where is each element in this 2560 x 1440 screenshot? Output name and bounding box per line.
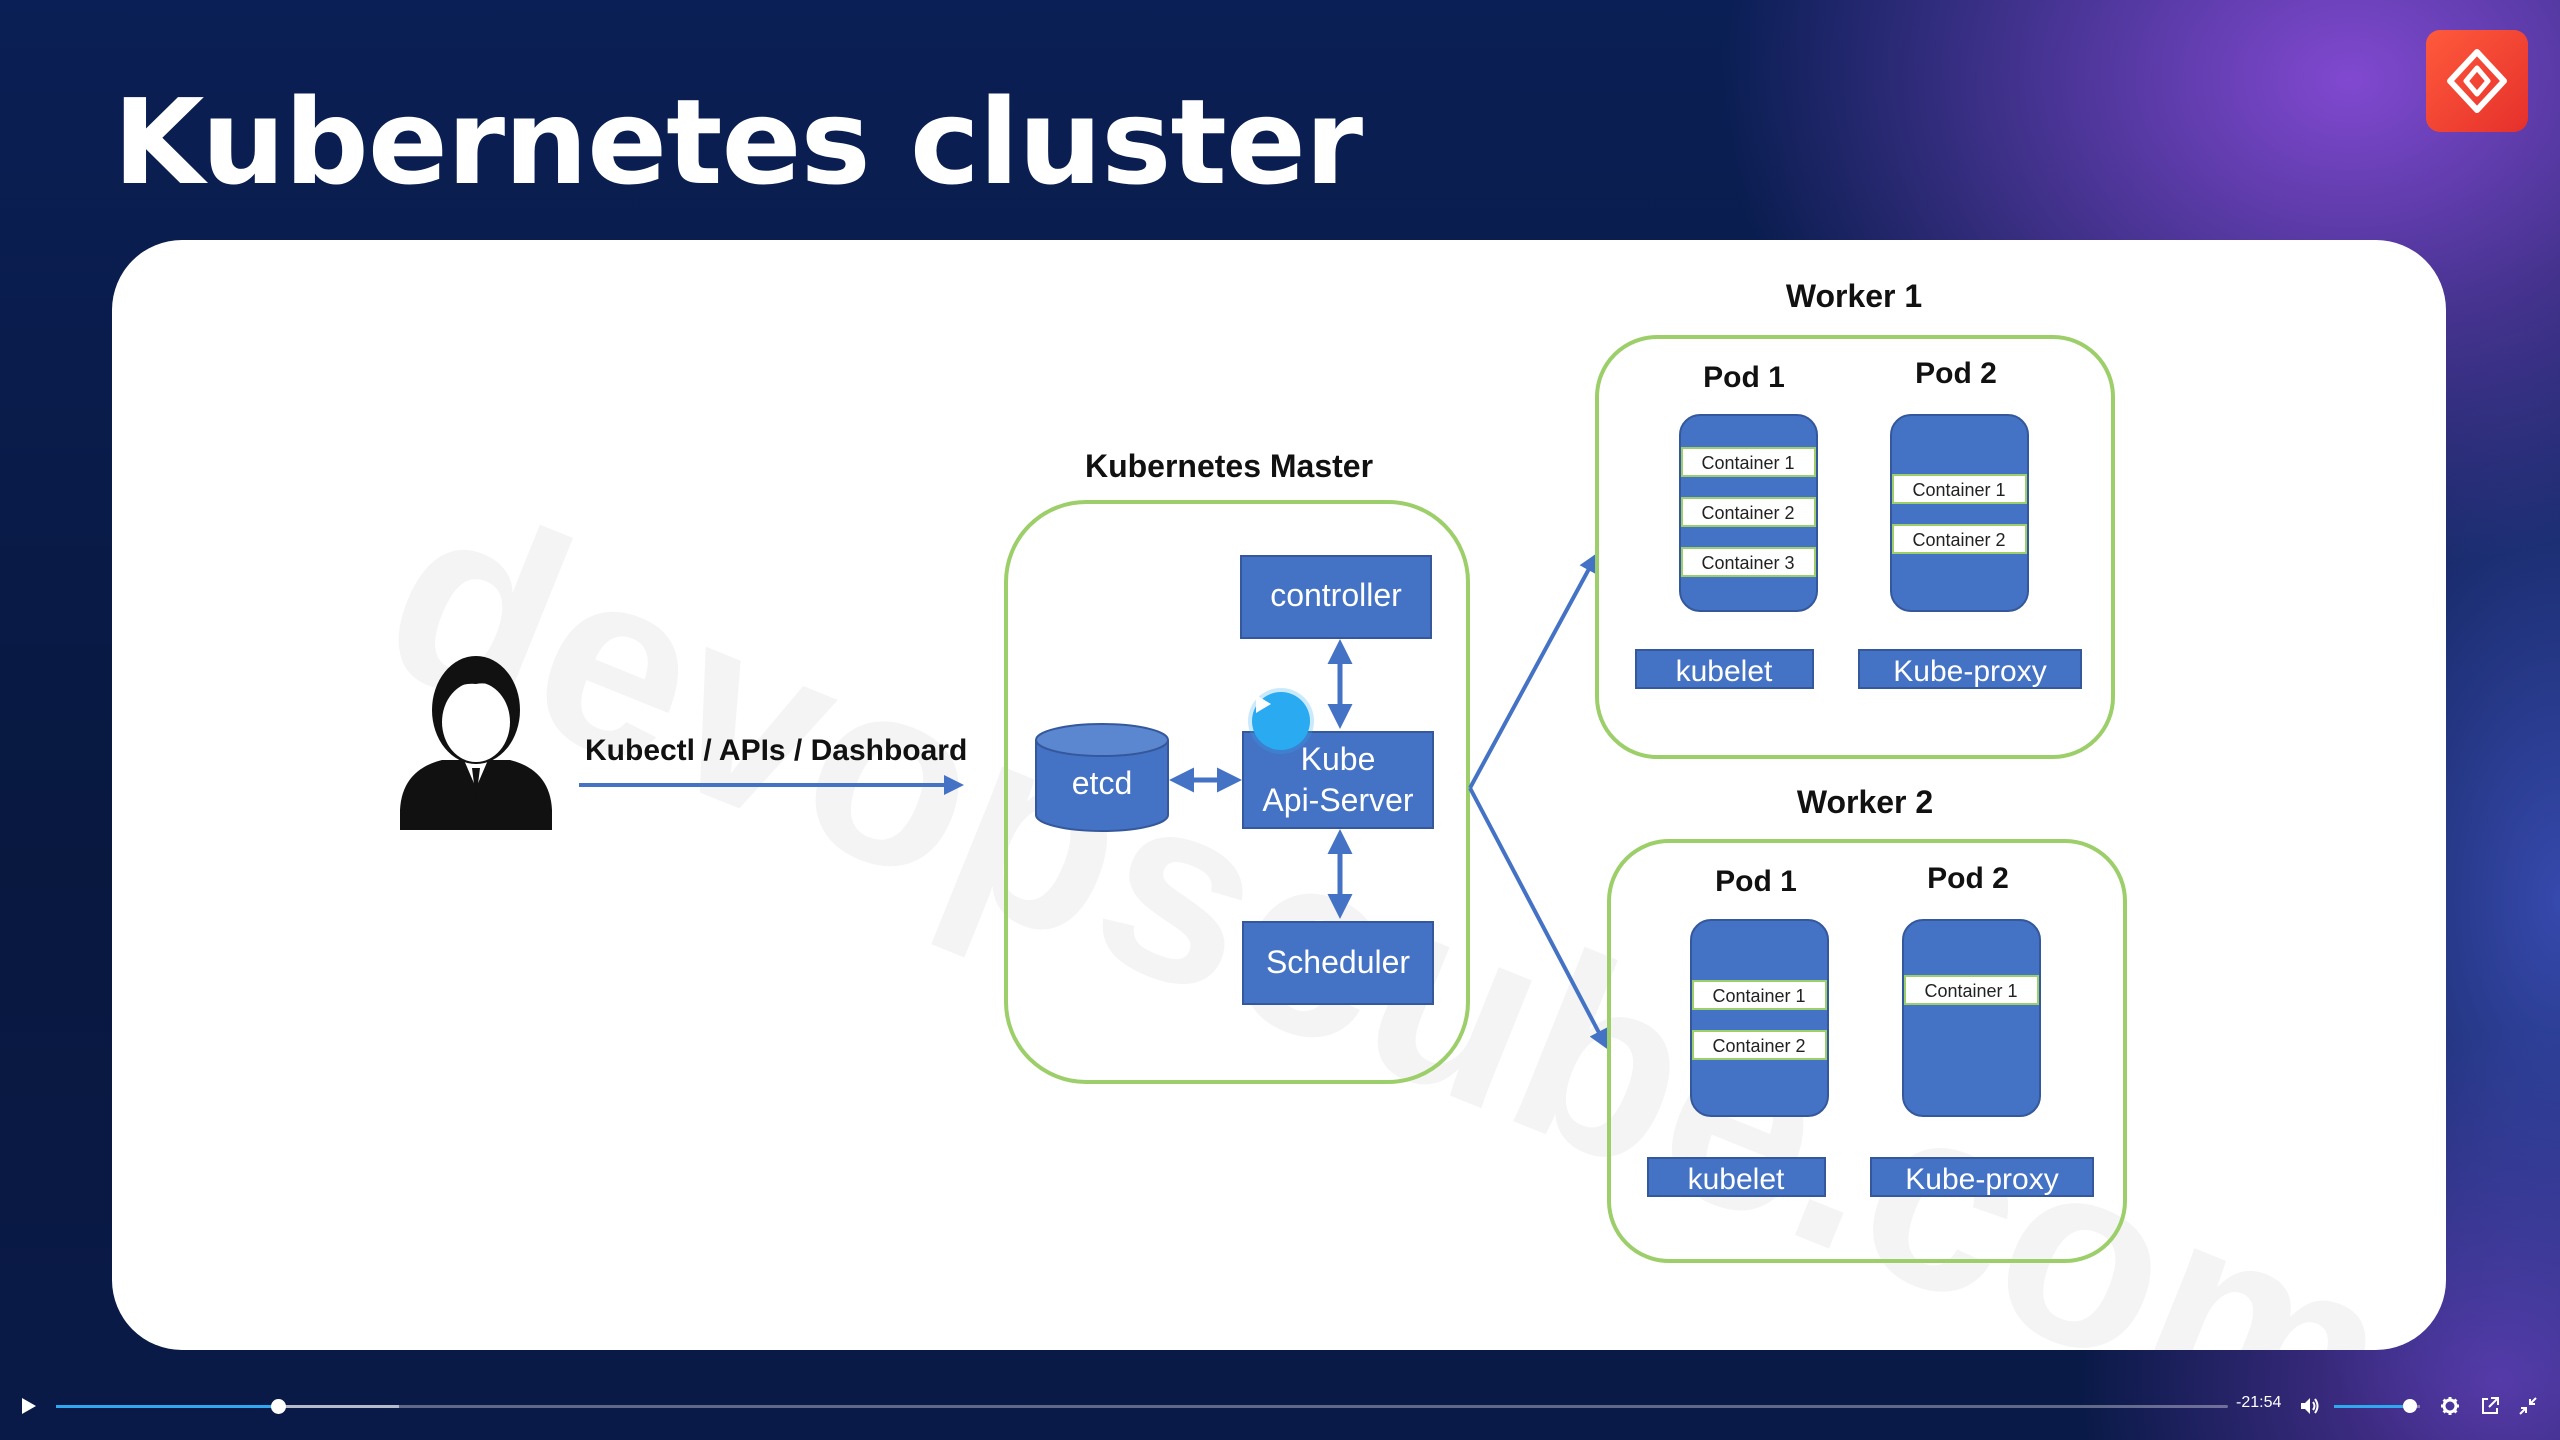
worker2-pod1-container-2-label: Container 2 bbox=[1712, 1036, 1805, 1056]
api-server-label-1: Kube bbox=[1301, 741, 1376, 777]
scheduler-box bbox=[1242, 921, 1434, 1005]
volume-icon bbox=[2301, 1398, 2319, 1414]
worker1-kubelet-box bbox=[1635, 649, 1814, 689]
worker1-pod1-container-1-label: Container 1 bbox=[1701, 453, 1794, 473]
progress-thumb[interactable] bbox=[270, 1399, 286, 1414]
worker2-pod1-container-1 bbox=[1692, 980, 1827, 1010]
time-remaining: -21:54 bbox=[2236, 1394, 2282, 1411]
worker1-pod2-container-2-label: Container 2 bbox=[1912, 530, 2005, 550]
play-button[interactable] bbox=[10, 1388, 46, 1424]
diagram-card: devopscube.com Kubectl / APIs / Dashboar… bbox=[112, 240, 2446, 1350]
worker2-kubelet-label: kubelet bbox=[1688, 1163, 1785, 1196]
worker2-kubelet-box bbox=[1647, 1157, 1826, 1197]
exit-fullscreen-button[interactable] bbox=[2510, 1388, 2546, 1424]
worker1-pod1-title: Pod 1 bbox=[1703, 361, 1785, 394]
worker2-pod1-container-1-label: Container 1 bbox=[1712, 986, 1805, 1006]
worker2-pod2-container-1-label: Container 1 bbox=[1924, 981, 2017, 1001]
play-icon bbox=[22, 1398, 36, 1414]
etcd-cylinder bbox=[1035, 723, 1169, 832]
volume-thumb[interactable] bbox=[2402, 1399, 2417, 1413]
worker2-title: Worker 2 bbox=[1797, 784, 1933, 820]
volume-level bbox=[2334, 1405, 2410, 1408]
worker1-pod2 bbox=[1890, 414, 2029, 612]
worker2-pod1-container-2 bbox=[1692, 1030, 1827, 1060]
api-server-label-2: Api-Server bbox=[1262, 782, 1414, 818]
progress-bar[interactable] bbox=[56, 1399, 2228, 1414]
master-title: Kubernetes Master bbox=[1085, 448, 1373, 484]
played-bar bbox=[56, 1405, 278, 1408]
settings-button[interactable] bbox=[2432, 1388, 2468, 1424]
worker2-pod1-title: Pod 1 bbox=[1715, 865, 1797, 898]
worker1-title: Worker 1 bbox=[1786, 278, 1922, 314]
etcd-label: etcd bbox=[1072, 765, 1132, 801]
worker1-pod1-container-2-label: Container 2 bbox=[1701, 503, 1794, 523]
worker1-pod2-container-2 bbox=[1892, 524, 2027, 554]
worker2-pod2-container-1 bbox=[1904, 975, 2039, 1005]
worker2-kube-proxy-label: Kube-proxy bbox=[1905, 1163, 2058, 1196]
master-to-worker2-arrow bbox=[1468, 787, 1608, 1050]
scheduler-label: Scheduler bbox=[1266, 944, 1410, 980]
worker1-pod2-container-1 bbox=[1892, 474, 2027, 504]
person-icon bbox=[400, 656, 552, 830]
worker2-kube-proxy-box bbox=[1870, 1157, 2094, 1197]
volume-slider[interactable] bbox=[2334, 1399, 2420, 1413]
user-link-label: Kubectl / APIs / Dashboard bbox=[585, 734, 967, 767]
diagram-play-button[interactable] bbox=[1252, 692, 1310, 750]
controller-box bbox=[1240, 555, 1432, 639]
worker1-pod1-container-1 bbox=[1681, 447, 1816, 477]
diamond-logo-icon bbox=[2426, 30, 2528, 132]
master-outline bbox=[1004, 500, 1470, 1084]
worker1-pod2-title: Pod 2 bbox=[1915, 357, 1997, 390]
collapse-icon bbox=[2519, 1397, 2537, 1415]
gear-icon bbox=[2441, 1397, 2459, 1415]
player-controls: -21:54 bbox=[0, 1372, 2560, 1440]
worker1-pod2-container-1-label: Container 1 bbox=[1912, 480, 2005, 500]
worker2-pod2 bbox=[1902, 919, 2041, 1117]
worker1-kube-proxy-label: Kube-proxy bbox=[1893, 655, 2046, 688]
worker1-pod1-container-2 bbox=[1681, 497, 1816, 527]
slide-title: Kubernetes cluster bbox=[113, 73, 1363, 211]
worker2-outline bbox=[1607, 839, 2127, 1263]
volume-button[interactable] bbox=[2292, 1388, 2328, 1424]
worker2-pod1 bbox=[1690, 919, 1829, 1117]
worker1-kubelet-label: kubelet bbox=[1676, 655, 1773, 688]
worker1-pod1-container-3 bbox=[1681, 547, 1816, 577]
popout-button[interactable] bbox=[2472, 1388, 2508, 1424]
worker1-outline bbox=[1595, 335, 2115, 759]
controller-label: controller bbox=[1270, 577, 1402, 613]
worker2-pod2-title: Pod 2 bbox=[1927, 862, 2009, 895]
popout-icon bbox=[2482, 1397, 2499, 1414]
worker1-pod1-container-3-label: Container 3 bbox=[1701, 553, 1794, 573]
master-to-worker1-arrow bbox=[1468, 552, 1598, 789]
play-icon bbox=[1256, 695, 1271, 713]
worker1-kube-proxy-box bbox=[1858, 649, 2082, 689]
